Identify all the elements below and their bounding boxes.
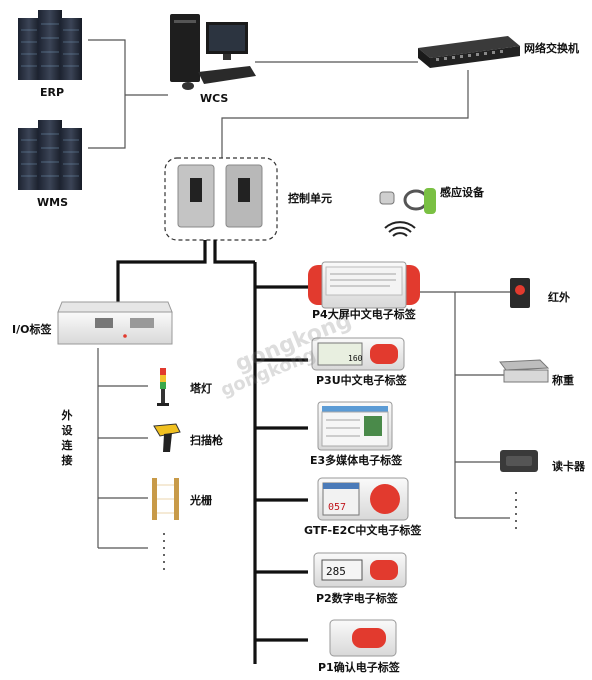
- top-connection-lines: [88, 39, 469, 158]
- p3u-tag-device: 160: [311, 337, 405, 371]
- left-peripheral-lines: [97, 348, 148, 549]
- card-reader-label: 读卡器: [552, 460, 585, 473]
- barcode-scanner-icon: [153, 423, 181, 452]
- p2-tag-device: 285: [313, 552, 407, 588]
- switch-label: 网络交换机: [524, 42, 579, 55]
- io-tag-device-icon: [57, 301, 173, 345]
- infrared-sensor-icon: [510, 278, 530, 308]
- wms-server-icon: [18, 120, 82, 190]
- p3u-label: P3U中文电子标签: [316, 374, 407, 387]
- scanner-label: 扫描枪: [190, 434, 223, 447]
- p1-label: P1确认电子标签: [318, 661, 400, 674]
- network-switch-icon: [418, 36, 520, 68]
- weighing-scale-icon: [499, 359, 550, 383]
- peripheral-char-3: 连: [61, 439, 73, 452]
- erp-label: ERP: [40, 86, 65, 99]
- erp-server-icon: [18, 10, 82, 80]
- left-more-dots: [163, 533, 165, 570]
- light-curtain-label: 光栅: [190, 494, 212, 507]
- main-bus-lines: [116, 240, 308, 664]
- gtf-e2c-label: GTF-E2C中文电子标签: [304, 524, 422, 537]
- sensing-device-icon: [379, 188, 436, 237]
- light-curtain-icon: [152, 478, 179, 520]
- control-unit-icon: [164, 157, 278, 241]
- p1-tag-device: [329, 619, 397, 657]
- peripheral-char-2: 设: [61, 424, 73, 437]
- gtf-e2c-tag-device: 057: [317, 477, 409, 521]
- card-reader-icon: [500, 450, 538, 472]
- tower-light-label: 塔灯: [190, 382, 212, 395]
- right-peripheral-lines: [420, 291, 510, 519]
- p4-label: P4大屏中文电子标签: [312, 308, 416, 321]
- infrared-label: 红外: [548, 291, 570, 304]
- e3-tag-device: [317, 401, 393, 451]
- control-unit-label: 控制单元: [288, 192, 332, 205]
- wms-label: WMS: [37, 196, 69, 209]
- sensing-device-label: 感应设备: [440, 186, 484, 199]
- p2-label: P2数字电子标签: [316, 592, 398, 605]
- peripheral-connection-label: 外 设 连 接: [60, 408, 74, 468]
- e3-label: E3多媒体电子标签: [310, 454, 403, 467]
- wcs-label: WCS: [200, 92, 229, 105]
- scale-label: 称重: [552, 374, 574, 387]
- peripheral-char-4: 接: [61, 454, 73, 467]
- right-more-dots: [515, 492, 517, 529]
- wcs-workstation-icon: [170, 14, 256, 90]
- gtf-number: 057: [328, 502, 346, 513]
- peripheral-char-1: 外: [61, 409, 73, 422]
- p2-number: 285: [326, 565, 346, 578]
- io-tag-label: I/O标签: [12, 323, 52, 336]
- p3u-number: 160: [348, 354, 363, 363]
- p4-tag-device: [308, 261, 420, 309]
- tower-light-icon: [157, 368, 169, 406]
